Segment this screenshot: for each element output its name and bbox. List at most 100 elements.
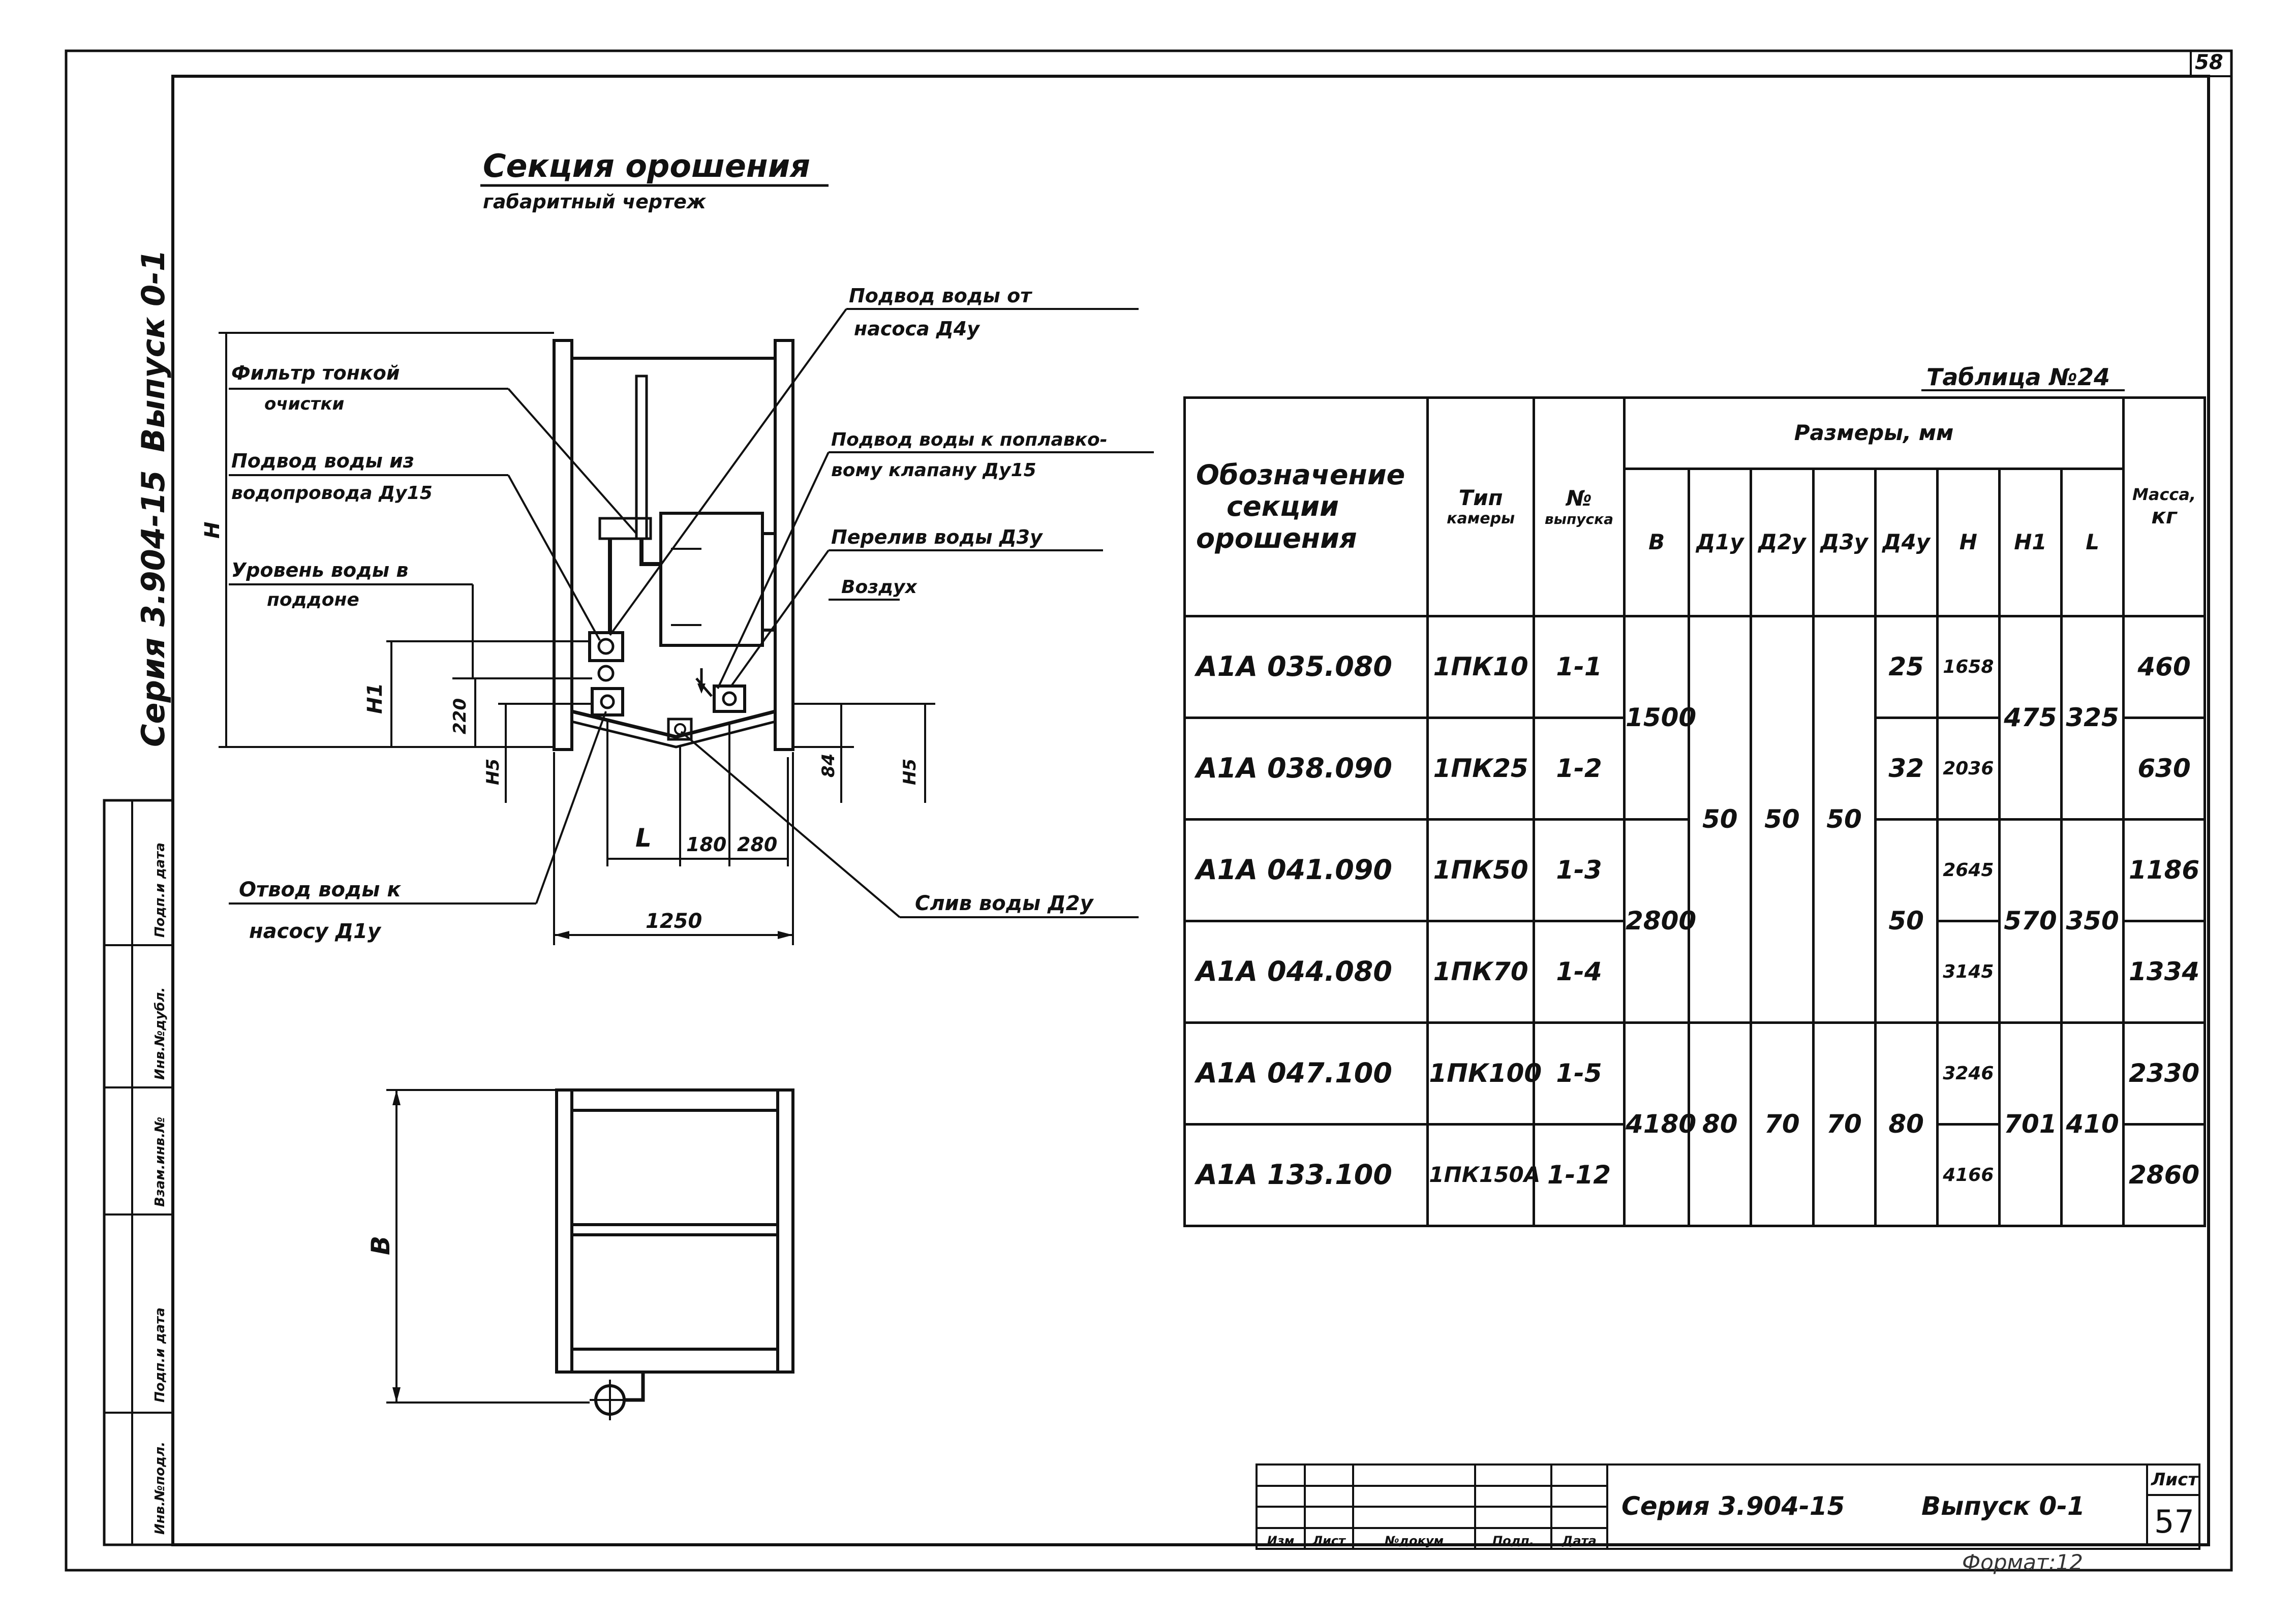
cell-type: 1ПК150А: [1426, 1123, 1540, 1227]
title-block-grid: Изм Лист №докум Подп. Дата: [1256, 1463, 1608, 1550]
table-row: А1А 044.080 1ПК70 1-4 3145 1334: [1183, 920, 2206, 1024]
cell-name: А1А 044.080: [1183, 920, 1429, 1024]
side-stamp-cell: Подп.и дата: [152, 1307, 168, 1403]
dim-h5-right: Н5: [900, 758, 920, 785]
cell-mass: 2330: [2122, 1021, 2206, 1126]
cell-h1: 475: [1998, 615, 2063, 821]
tb-sheet-label: Лист: [2151, 1470, 2198, 1490]
side-stamp-cell: Инв.№подл.: [152, 1441, 168, 1535]
header-col-d1: Д1у: [1688, 468, 1753, 617]
cell-name: А1А 041.090: [1183, 818, 1429, 922]
table-row: А1А 041.090 1ПК50 1-3 2800 50 2645 570 3…: [1183, 818, 2206, 1024]
cell-h: 3246: [1936, 1021, 2001, 1126]
header-chamber-type: Тип камеры: [1426, 396, 1535, 617]
cell-b: 1500: [1623, 615, 1696, 821]
front-dimensions: [219, 332, 935, 945]
cell-issue: 1-4: [1532, 920, 1626, 1024]
table-row: А1А 047.100 1ПК100 1-5 4180 80 70 70 80 …: [1183, 1021, 2206, 1227]
dim-h5-left: Н5: [483, 758, 503, 785]
cell-mass: 2860: [2122, 1123, 2206, 1227]
cell-name: А1А 035.080: [1183, 615, 1429, 719]
corner-sheet-number: 58: [2195, 51, 2223, 74]
plan-dimensions: [386, 1089, 590, 1404]
cell-b: 4180: [1623, 1021, 1696, 1227]
dim-180: 180: [686, 833, 727, 856]
cell-b: 2800: [1623, 818, 1696, 1024]
tb-sheet-number: 57: [2154, 1503, 2194, 1540]
callout-filter-line1: Фильтр тонкой: [231, 362, 400, 384]
callout-supply-main-line2: водопровода Ду15: [231, 483, 433, 504]
side-stamp-cell: Подп.и дата: [152, 843, 168, 938]
header-col-d3: Д3у: [1812, 468, 1877, 617]
header-col-b: B: [1623, 468, 1691, 617]
cell-issue: 1-5: [1532, 1021, 1626, 1126]
side-title-issue: Выпуск 0-1: [135, 249, 172, 452]
dim-84: 84: [818, 753, 839, 777]
front-view: [553, 339, 794, 751]
header-col-d2: Д2у: [1750, 468, 1815, 617]
header-col-h1: H1: [1998, 468, 2063, 617]
table-row: А1А 038.090 1ПК25 1-2 32 2036 630: [1183, 716, 2206, 821]
callout-supply-pump-line2: насоса Д4у: [854, 318, 979, 340]
callout-overflow: Перелив воды Д3у: [831, 526, 1043, 548]
header-issue-no: № выпуска: [1532, 396, 1626, 617]
cell-h: 4166: [1936, 1123, 2001, 1227]
callout-supply-pump-line1: Подвод воды от: [849, 285, 1032, 307]
side-stamp-cell: Взам.инв.№: [152, 1116, 168, 1207]
cell-issue: 1-1: [1532, 615, 1626, 719]
tb-col-date: Дата: [1550, 1526, 1608, 1550]
callout-outlet-pump-line2: насосу Д1у: [249, 920, 381, 943]
cell-mass: 460: [2122, 615, 2206, 719]
table-caption: Таблица №24: [1926, 363, 2110, 391]
tb-col-sign: Подп.: [1474, 1526, 1552, 1550]
cell-d2: 50: [1750, 615, 1815, 1024]
dim-h1: H1: [363, 682, 387, 714]
cell-d4: 32: [1874, 716, 1939, 821]
cell-d3: 70: [1812, 1021, 1877, 1227]
cell-mass: 630: [2122, 716, 2206, 821]
cell-l: 350: [2060, 818, 2125, 1024]
cell-l: 410: [2060, 1021, 2125, 1227]
format-label: Формат:12: [1962, 1550, 2083, 1575]
cell-h: 2036: [1936, 716, 2001, 821]
callout-water-level-line1: Уровень воды в: [231, 559, 409, 581]
cell-issue: 1-2: [1532, 716, 1626, 821]
callout-drain: Слив воды Д2у: [915, 892, 1093, 915]
dim-1250: 1250: [646, 910, 702, 933]
cell-name: А1А 133.100: [1183, 1123, 1429, 1227]
side-stamp-cell: Инв.№дубл.: [152, 987, 168, 1080]
title-block-main: [1606, 1463, 2200, 1550]
cell-l: 325: [2060, 615, 2125, 821]
callout-filter-line2: очистки: [264, 394, 345, 414]
side-title-series: Серия 3.904-15: [135, 470, 172, 747]
cell-d1: 80: [1688, 1021, 1753, 1227]
callout-supply-float-line1: Подвод воды к поплавко-: [831, 429, 1108, 450]
dim-220: 220: [450, 698, 470, 734]
dim-h: H: [201, 521, 224, 539]
header-col-h: H: [1936, 468, 2001, 617]
table-row: А1А 133.100 1ПК150А 1-12 4166 2860: [1183, 1123, 2206, 1227]
cell-h: 1658: [1936, 615, 2001, 719]
cell-h: 3145: [1936, 920, 2001, 1024]
dim-280: 280: [737, 833, 778, 856]
header-dims-group: Размеры, мм: [1623, 396, 2125, 470]
tb-issue: Выпуск 0-1: [1921, 1491, 2085, 1521]
cell-h: 2645: [1936, 818, 2001, 922]
cell-issue: 1-3: [1532, 818, 1626, 922]
plan-view: [555, 1088, 794, 1420]
cell-h1: 570: [1998, 818, 2063, 1024]
cell-mass: 1186: [2122, 818, 2206, 922]
header-designation: Обозначение секции орошения: [1183, 396, 1429, 617]
cell-issue: 1-12: [1532, 1123, 1626, 1227]
tb-col-docnum: №докум: [1352, 1526, 1476, 1550]
side-stamp-box: [103, 799, 174, 1546]
cell-h1: 701: [1998, 1021, 2063, 1227]
cell-type: 1ПК70: [1426, 920, 1535, 1024]
tb-col-sheet: Лист: [1304, 1526, 1354, 1550]
outer-frame: [65, 49, 2233, 1572]
cell-name: А1А 038.090: [1183, 716, 1429, 821]
page-title: Секция орошения: [483, 147, 810, 184]
cell-d4: 80: [1874, 1021, 1939, 1227]
cell-d2: 70: [1750, 1021, 1815, 1227]
